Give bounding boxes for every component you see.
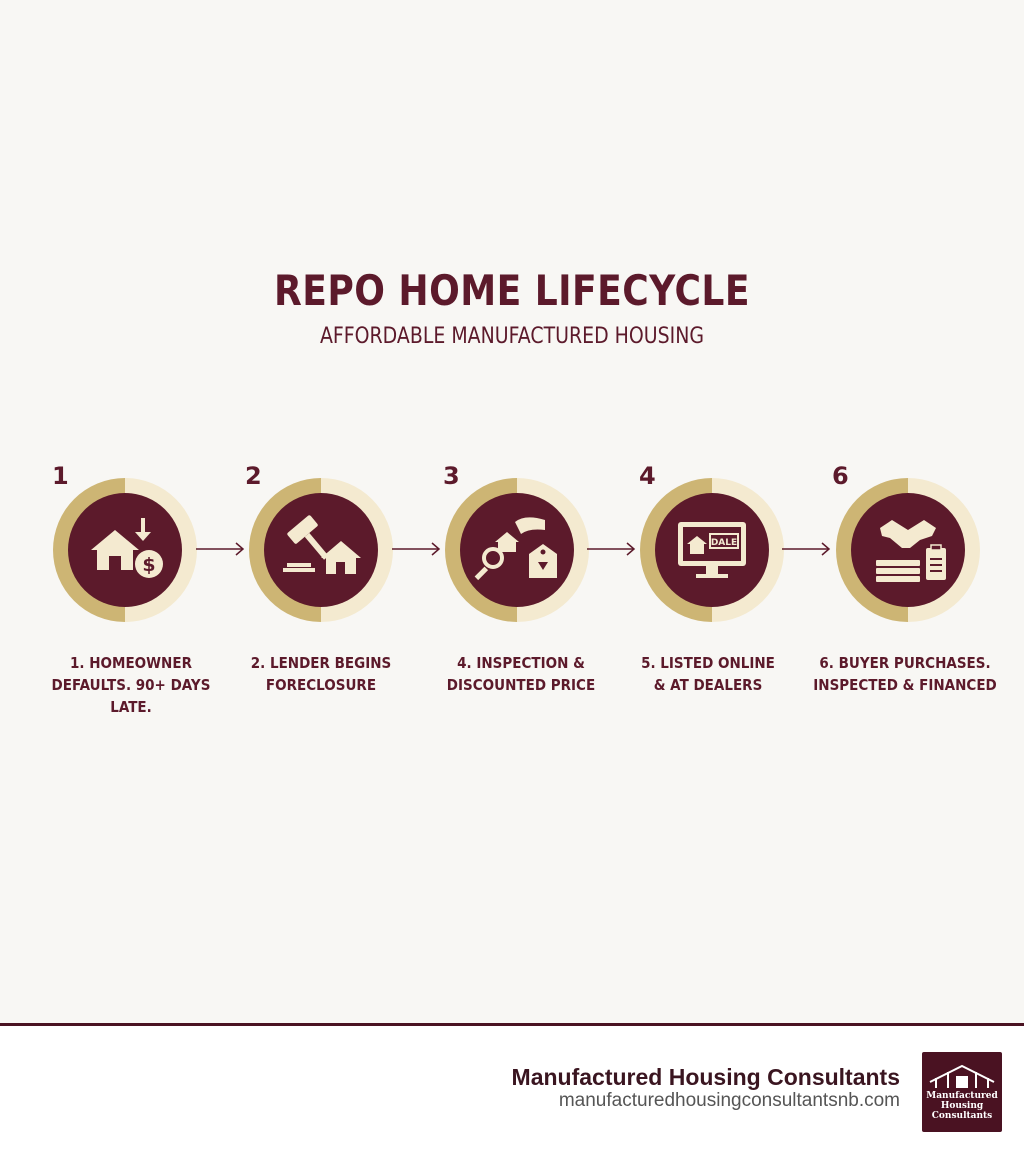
arrow-right-icon [587, 542, 636, 556]
step-label-3-line2: DISCOUNTED PRICE [446, 676, 596, 694]
brand-url[interactable]: manufacturedhousingconsultantsnb.com [558, 1090, 900, 1111]
step-circle-2 [249, 478, 393, 622]
step-label-2-line1: 2. LENDER BEGINS [250, 654, 392, 672]
footer [0, 1026, 1024, 1154]
step-label-4-line2: & AT DEALERS [653, 676, 763, 694]
step-label-5: 6. BUYER PURCHASES. INSPECTED & FINANCED [811, 652, 1000, 696]
step-number-3: 3 [443, 462, 460, 490]
arrow-right-icon [392, 542, 441, 556]
step-circle-4: DALE [640, 478, 784, 622]
diagram-subtitle: AFFORDABLE MANUFACTURED HOUSING [319, 324, 705, 349]
brand-logo: Manufactured Housing Consultants [922, 1052, 1002, 1132]
gavel-house-icon [283, 515, 361, 574]
step-circle-5 [836, 478, 980, 622]
diagram-title: REPO HOME LIFECYCLE [274, 266, 750, 315]
logo-text-line2: Housing [941, 1101, 984, 1111]
step-label-2: 2. LENDER BEGINS FORECLOSURE [227, 652, 416, 696]
step-label-2-line2: FORECLOSURE [265, 676, 377, 694]
step-label-3: 4. INSPECTION & DISCOUNTED PRICE [427, 652, 616, 696]
step-circle-1: $ [53, 478, 197, 622]
step-label-1-line2: DEFAULTS. 90+ DAYS LATE. [51, 676, 211, 716]
step-number-1: 1 [52, 462, 69, 490]
logo-text-line1: Manufactured [926, 1091, 998, 1101]
step-label-5-line2: INSPECTED & FINANCED [813, 676, 997, 694]
arrow-right-icon [196, 542, 245, 556]
step-number-5: 6 [832, 462, 849, 490]
monitor-sign-text: DALE [711, 538, 737, 548]
step-label-5-line1: 6. BUYER PURCHASES. [819, 654, 991, 672]
monitor-listing-icon: DALE [678, 522, 746, 578]
step-label-3-line1: 4. INSPECTION & [457, 654, 585, 672]
step-label-4: 5. LISTED ONLINE & AT DEALERS [614, 652, 803, 696]
house-dollar-icon: $ [91, 518, 163, 578]
step-number-4: 4 [639, 462, 656, 490]
step-number-2: 2 [245, 462, 262, 490]
brand-name: Manufactured Housing Consultants [511, 1064, 900, 1090]
logo-text-line3: Consultants [932, 1111, 993, 1121]
step-label-1: 1. HOMEOWNER DEFAULTS. 90+ DAYS LATE. [37, 652, 226, 718]
arrow-right-icon [782, 542, 831, 556]
step-label-4-line1: 5. LISTED ONLINE [641, 654, 775, 672]
step-circle-3 [445, 478, 589, 622]
handshake-money-icon [876, 520, 946, 582]
footer-divider [0, 1023, 1024, 1026]
inspection-price-tag-icon [474, 517, 557, 581]
svg-text:$: $ [142, 554, 155, 576]
step-label-1-line1: 1. HOMEOWNER [70, 654, 192, 672]
